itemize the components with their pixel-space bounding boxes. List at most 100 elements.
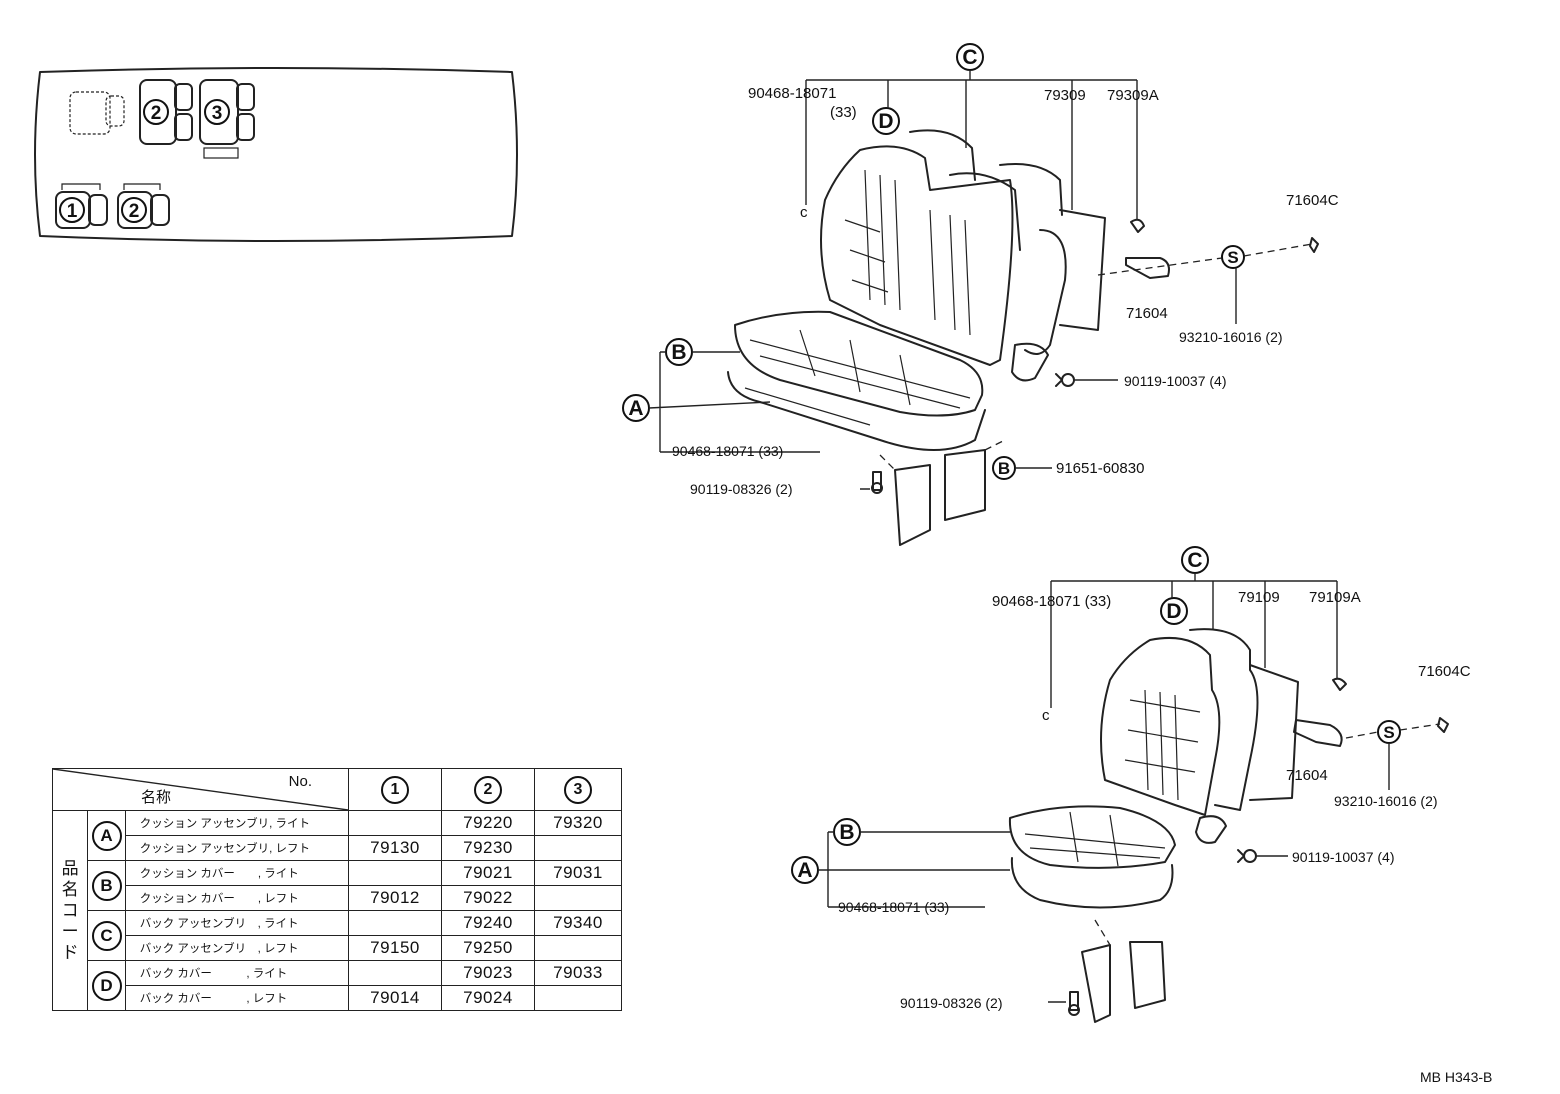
- lower-callout-c: C: [1181, 546, 1209, 574]
- part-number-table: No. 名称 1 2 3 品 名 コ ー ド A クッション アッセンブリ, ラ…: [51, 768, 622, 1011]
- cell-value: 79014: [348, 985, 442, 1011]
- seat-layout-legend: 2 3 1 2: [34, 67, 518, 242]
- legend-number-3: 3: [212, 103, 223, 124]
- cell-value: [348, 860, 442, 886]
- lower-label-93210: 93210-16016 (2): [1334, 793, 1438, 809]
- table-row: クッション カバー , レフト 79012 79022: [53, 885, 622, 911]
- legend-seat-2-bottom: 2: [117, 183, 170, 229]
- upper-seat-assembly: c C D B A S: [622, 43, 1339, 546]
- row-name: クッション カバー , レフト: [124, 885, 350, 911]
- legend-number-1: 1: [67, 201, 78, 222]
- legend-seat-blank: [69, 91, 125, 135]
- upper-callout-d: D: [872, 107, 900, 135]
- cell-value: [348, 810, 442, 836]
- upper-callout-s: S: [1221, 245, 1245, 269]
- cell-value: 79031: [534, 860, 622, 886]
- table-row: B クッション カバー , ライト 79021 79031: [53, 860, 622, 911]
- upper-cap-71604c: [1309, 237, 1319, 253]
- lower-label-71604: 71604: [1286, 767, 1328, 784]
- upper-seatback-illustration: [820, 129, 1106, 382]
- svg-text:S: S: [1227, 248, 1238, 267]
- header-col-2: 2: [441, 768, 535, 811]
- cell-value: 79130: [348, 835, 442, 861]
- lower-label-71604c: 71604C: [1418, 663, 1471, 680]
- cell-value: 79250: [441, 935, 535, 961]
- row-name: クッション アッセンブリ, レフト: [124, 835, 350, 861]
- drawing-reference: MB H343-B: [1420, 1069, 1492, 1085]
- upper-leader-ab: [648, 351, 820, 453]
- label-90468-top-qty: (33): [830, 104, 857, 121]
- cell-value: [534, 835, 622, 861]
- table-row: バック アッセンブリ , レフト 79150 79250: [53, 935, 622, 961]
- lower-label-90468-top: 90468-18071 (33): [992, 593, 1111, 610]
- cell-value: 79320: [534, 810, 622, 836]
- upper-callout-b-bracket: B: [992, 456, 1016, 480]
- lower-79109a-clip: [1332, 677, 1347, 691]
- label-71604: 71604: [1126, 305, 1168, 322]
- cell-value: [534, 985, 622, 1011]
- svg-text:D: D: [878, 110, 893, 133]
- cell-value: 79012: [348, 885, 442, 911]
- cell-value: 79024: [441, 985, 535, 1011]
- lower-leader-c: [1050, 573, 1338, 708]
- cell-value: 79023: [441, 960, 535, 986]
- table-row: 品 名 コ ー ド A クッション アッセンブリ, ライト 79220 7932…: [51, 810, 622, 1011]
- legend-seat-1-bottom: 1: [55, 183, 108, 229]
- lower-callout-d: D: [1160, 597, 1188, 625]
- lower-cap-71604c: [1437, 717, 1449, 733]
- group-code-b: B: [87, 860, 126, 911]
- cell-value: 79150: [348, 935, 442, 961]
- legend-number-2: 2: [151, 103, 162, 124]
- table-header-diagonal: No. 名称: [52, 768, 349, 811]
- row-name: バック アッセンブリ , レフト: [124, 935, 350, 961]
- table-row: クッション アッセンブリ, レフト 79130 79230: [53, 835, 622, 861]
- label-79309a: 79309A: [1107, 87, 1159, 104]
- group-code-a: A: [87, 810, 126, 861]
- row-name: バック カバー , レフト: [124, 985, 350, 1011]
- header-col-1: 1: [348, 768, 442, 811]
- lower-seat-bracket: [1081, 919, 1166, 1023]
- upper-dashed-leader: [1097, 243, 1313, 276]
- table-row: D バック カバー , ライト 79023 79033: [53, 960, 622, 1011]
- lower-cushion-illustration: [1008, 805, 1176, 909]
- cell-value: 79220: [441, 810, 535, 836]
- header-col-3: 3: [534, 768, 622, 811]
- svg-text:A: A: [797, 859, 812, 882]
- cell-value: [534, 935, 622, 961]
- label-79109: 79109: [1238, 589, 1280, 606]
- legend-number-2b: 2: [129, 201, 140, 222]
- lower-bolt-90119-10037: [1237, 849, 1257, 863]
- vertical-code-label: 品 名 コ ー ド: [51, 810, 89, 1011]
- upper-cushion-illustration: [727, 310, 986, 451]
- header-name: 名称: [141, 789, 172, 806]
- label-90119-08326: 90119-08326 (2): [690, 481, 792, 497]
- row-name: クッション アッセンブリ, ライト: [124, 810, 350, 836]
- label-91651: 91651-60830: [1056, 460, 1144, 477]
- upper-callout-b: B: [665, 338, 693, 366]
- table-row: バック カバー , レフト 79014 79024: [53, 985, 622, 1011]
- lower-callout-a: A: [791, 856, 819, 884]
- cell-value: 79240: [441, 910, 535, 936]
- upper-seat-bracket: [879, 439, 1006, 546]
- lower-callout-s: S: [1377, 720, 1401, 744]
- cell-value: 79230: [441, 835, 535, 861]
- upper-79309a-clip: [1130, 218, 1145, 233]
- upper-leader-c: [805, 70, 1138, 220]
- group-code-d: D: [87, 960, 126, 1011]
- cell-value: [348, 910, 442, 936]
- table-row: C バック アッセンブリ , ライト 79240 79340: [53, 910, 622, 961]
- label-71604c: 71604C: [1286, 192, 1339, 209]
- cell-value: 79021: [441, 860, 535, 886]
- label-90468-bottom: 90468-18071 (33): [672, 443, 783, 459]
- svg-text:D: D: [1166, 600, 1181, 623]
- svg-text:B: B: [839, 821, 854, 844]
- label-93210: 93210-16016 (2): [1179, 329, 1283, 345]
- lower-label-90119-10037: 90119-10037 (4): [1292, 849, 1394, 865]
- lower-dashed-leader: [1345, 723, 1441, 739]
- upper-bolt-90119-08326: [871, 471, 883, 494]
- group-code-c: C: [87, 910, 126, 961]
- lower-callout-b: B: [833, 818, 861, 846]
- lower-hog-ring-symbol: c: [1042, 707, 1050, 724]
- lower-leader-ab: [818, 831, 1010, 908]
- lower-bolt-90119-08326: [1068, 991, 1080, 1016]
